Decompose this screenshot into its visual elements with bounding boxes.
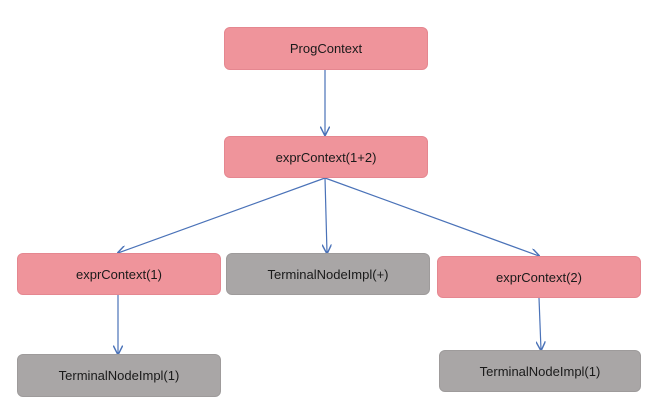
node-label: TerminalNodeImpl(+) <box>267 266 389 282</box>
edge-expr-right-to-term-right <box>539 297 541 350</box>
node-label: exprContext(1+2) <box>275 149 377 165</box>
edge-expr-root-to-expr-left <box>118 177 326 253</box>
node-expr-context-root: exprContext(1+2) <box>224 136 428 178</box>
node-label: exprContext(1) <box>76 266 162 282</box>
node-terminal-left: TerminalNodeImpl(1) <box>17 354 221 397</box>
node-label: TerminalNodeImpl(1) <box>58 368 180 383</box>
node-expr-context-right: exprContext(2) <box>437 256 641 298</box>
node-terminal-right: TerminalNodeImpl(1) <box>439 350 641 392</box>
edge-expr-root-to-term-plus <box>325 177 327 253</box>
node-expr-context-left: exprContext(1) <box>17 253 221 295</box>
node-label: exprContext(2) <box>496 269 582 285</box>
node-terminal-plus: TerminalNodeImpl(+) <box>226 253 430 295</box>
edge-expr-root-to-expr-right <box>324 177 539 256</box>
node-label: ProgContext <box>289 41 363 56</box>
node-label: TerminalNodeImpl(1) <box>479 363 601 379</box>
node-prog-context: ProgContext <box>224 27 428 70</box>
